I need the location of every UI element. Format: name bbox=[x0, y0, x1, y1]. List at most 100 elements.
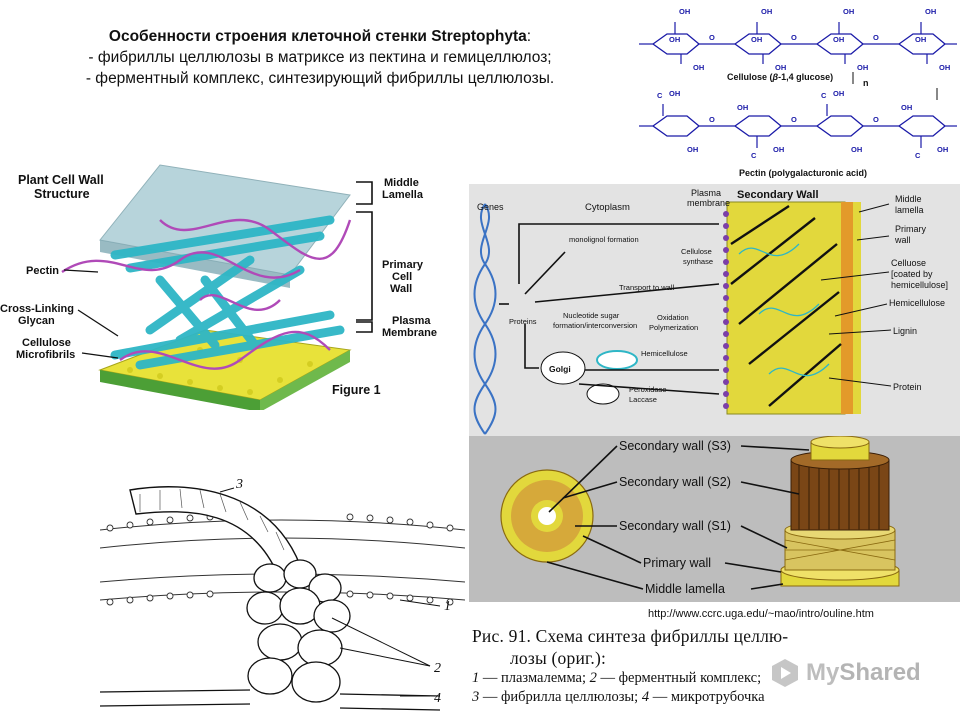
sec-label-hemicellulose-small: Hemicellulose bbox=[641, 349, 688, 358]
layer-cylinder bbox=[780, 435, 900, 587]
sec-label-genes: Genes bbox=[477, 202, 504, 212]
svg-text:OH: OH bbox=[851, 145, 862, 154]
caption-legend-2: 3 — фибрилла целлюлозы; 4 — микротрубочк… bbox=[472, 689, 765, 705]
sec-label-middle-1: Middle bbox=[895, 194, 922, 204]
svg-text:OH: OH bbox=[751, 35, 762, 44]
sec-label-synthase-1: Cellulose bbox=[681, 247, 712, 256]
pcw-label-primary-1: Primary bbox=[382, 259, 424, 271]
cellulose-chain: OH OH OH OH OH OH OH OH OH OH OH OH O O … bbox=[639, 7, 957, 100]
sec-label-primary-1: Primary bbox=[895, 224, 926, 234]
sec-label-celluose-2: [coated by bbox=[891, 269, 933, 279]
pcw-label-crosslinking-2: Glycan bbox=[18, 315, 55, 327]
title-line-2: - фибриллы целлюлозы в матриксе из пекти… bbox=[88, 49, 552, 66]
svg-text:OH: OH bbox=[773, 145, 784, 154]
title-line-3: - ферментный комплекс, синтезирующий фиб… bbox=[85, 70, 555, 87]
svg-text:O: O bbox=[709, 33, 715, 42]
drawing-label-4: 4 bbox=[434, 691, 441, 706]
pcw-heading-1: Plant Cell Wall bbox=[18, 173, 104, 187]
svg-text:OH: OH bbox=[937, 145, 948, 154]
svg-text:OH: OH bbox=[843, 7, 854, 16]
svg-text:O: O bbox=[791, 33, 797, 42]
wall-layers-figure: Secondary wall (S3) Secondary wall (S2) … bbox=[469, 435, 960, 602]
source-url[interactable]: http://www.ccrc.uga.edu/~mao/intro/oulin… bbox=[648, 608, 874, 620]
svg-text:OH: OH bbox=[693, 63, 704, 72]
pcw-label-middle-2: Lamella bbox=[382, 189, 424, 201]
svg-text:OH: OH bbox=[669, 35, 680, 44]
caption-title-cont: лозы (ориг.): bbox=[510, 648, 607, 668]
watermark: MyShared bbox=[770, 658, 921, 688]
svg-text:OH: OH bbox=[737, 103, 748, 112]
drawing-label-3: 3 bbox=[235, 477, 243, 492]
secondary-wall-illustration: Genes Cytoplasm Plasma membrane Secondar… bbox=[473, 188, 948, 435]
svg-text:OH: OH bbox=[925, 7, 936, 16]
svg-text:OH: OH bbox=[915, 35, 926, 44]
svg-text:O: O bbox=[873, 33, 879, 42]
sec-label-oxidation-1: Oxidation bbox=[657, 313, 689, 322]
layers-label-s3: Secondary wall (S3) bbox=[619, 439, 731, 453]
pcw-label-middle-1: Middle bbox=[384, 177, 419, 189]
sec-label-plasma-2: membrane bbox=[687, 198, 730, 208]
svg-text:OH: OH bbox=[901, 103, 912, 112]
layers-label-s1: Secondary wall (S1) bbox=[619, 519, 731, 533]
svg-text:OH: OH bbox=[833, 35, 844, 44]
layers-label-s2: Secondary wall (S2) bbox=[619, 475, 731, 489]
pcw-label-cellulose-1: Cellulose bbox=[22, 337, 71, 349]
sec-label-monolignol: monolignol formation bbox=[569, 235, 639, 244]
sec-label-oxidation-2: Polymerization bbox=[649, 323, 698, 332]
svg-text:OH: OH bbox=[857, 63, 868, 72]
sec-label-nucleotide-1: Nucleotide sugar bbox=[563, 311, 620, 320]
svg-text:OH: OH bbox=[687, 145, 698, 154]
fibril-synthesis-drawing: 3 1 2 4 bbox=[99, 470, 466, 720]
wall-layers-illustration: Secondary wall (S3) Secondary wall (S2) … bbox=[500, 435, 900, 596]
sec-label-proteins: Proteins bbox=[509, 317, 537, 326]
sec-heading: Secondary Wall bbox=[737, 189, 819, 201]
svg-text:O: O bbox=[791, 115, 797, 124]
sec-label-cytoplasm: Cytoplasm bbox=[585, 202, 630, 213]
caption-title: Рис. 91. Схема синтеза фибриллы целлю- bbox=[472, 626, 789, 646]
cellulose-label: Cellulose (β-1,4 glucose) bbox=[727, 72, 833, 82]
svg-text:OH: OH bbox=[761, 7, 772, 16]
svg-text:C: C bbox=[915, 151, 921, 160]
layers-label-primary: Primary wall bbox=[643, 556, 711, 570]
pcw-label-pectin: Pectin bbox=[26, 265, 59, 277]
sec-label-lignin: Lignin bbox=[893, 326, 917, 336]
svg-text:OH: OH bbox=[939, 63, 950, 72]
pcw-label-plasma-2: Membrane bbox=[382, 327, 437, 339]
sec-label-middle-2: lamella bbox=[895, 205, 924, 215]
svg-text:O: O bbox=[709, 115, 715, 124]
sec-label-protein: Protein bbox=[893, 382, 922, 392]
chemical-structures-figure: OH OH OH OH OH OH OH OH OH OH OH OH O O … bbox=[639, 7, 957, 178]
sec-label-golgi: Golgi bbox=[549, 364, 571, 374]
figure-caption: Рис. 91. Схема синтеза фибриллы целлю- л… bbox=[472, 625, 952, 707]
pcw-heading-2: Structure bbox=[34, 187, 90, 201]
svg-text:C: C bbox=[657, 91, 663, 100]
sec-label-hemicellulose: Hemicellulose bbox=[889, 298, 945, 308]
sec-label-nucleotide-2: formation/interconversion bbox=[553, 321, 637, 330]
pcw-label-primary-3: Wall bbox=[390, 283, 412, 295]
pcw-label-primary-2: Cell bbox=[392, 271, 412, 283]
sec-label-celluose-3: hemicellulose] bbox=[891, 280, 948, 290]
svg-text:OH: OH bbox=[669, 89, 680, 98]
sec-label-primary-2: wall bbox=[894, 235, 911, 245]
svg-text:OH: OH bbox=[833, 89, 844, 98]
layers-label-middle: Middle lamella bbox=[645, 582, 725, 596]
pectin-chain: C C C C OH OH OH OH OH OH OH OH O O O Pe… bbox=[639, 89, 957, 178]
sec-label-plasma-1: Plasma bbox=[691, 188, 721, 198]
title-line-1: Особенности строения клеточной стенки St… bbox=[108, 28, 532, 45]
pectin-label: Pectin (polygalacturonic acid) bbox=[739, 168, 867, 178]
sec-label-synthase-2: synthase bbox=[683, 257, 713, 266]
svg-text:C: C bbox=[751, 151, 757, 160]
pcw-label-plasma-1: Plasma bbox=[392, 315, 431, 327]
plant-cell-wall-illustration: Plant Cell Wall Structure Pectin Cross-L… bbox=[0, 164, 437, 412]
sec-label-transport: Transport to wall bbox=[619, 283, 674, 292]
plant-cell-wall-figure: Plant Cell Wall Structure Pectin Cross-L… bbox=[0, 160, 445, 412]
fibril-synthesis-illustration: 3 1 2 4 bbox=[99, 477, 466, 711]
secondary-wall-figure: Genes Cytoplasm Plasma membrane Secondar… bbox=[469, 184, 960, 436]
pcw-label-crosslinking-1: Cross-Linking bbox=[0, 303, 74, 315]
svg-text:OH: OH bbox=[775, 63, 786, 72]
myshared-logo-icon bbox=[772, 659, 798, 687]
svg-text:O: O bbox=[873, 115, 879, 124]
sec-label-peroxidase-2: Laccase bbox=[629, 395, 657, 404]
watermark-text: MyShared bbox=[806, 659, 921, 686]
slide-title: Особенности строения клеточной стенки St… bbox=[40, 26, 640, 89]
